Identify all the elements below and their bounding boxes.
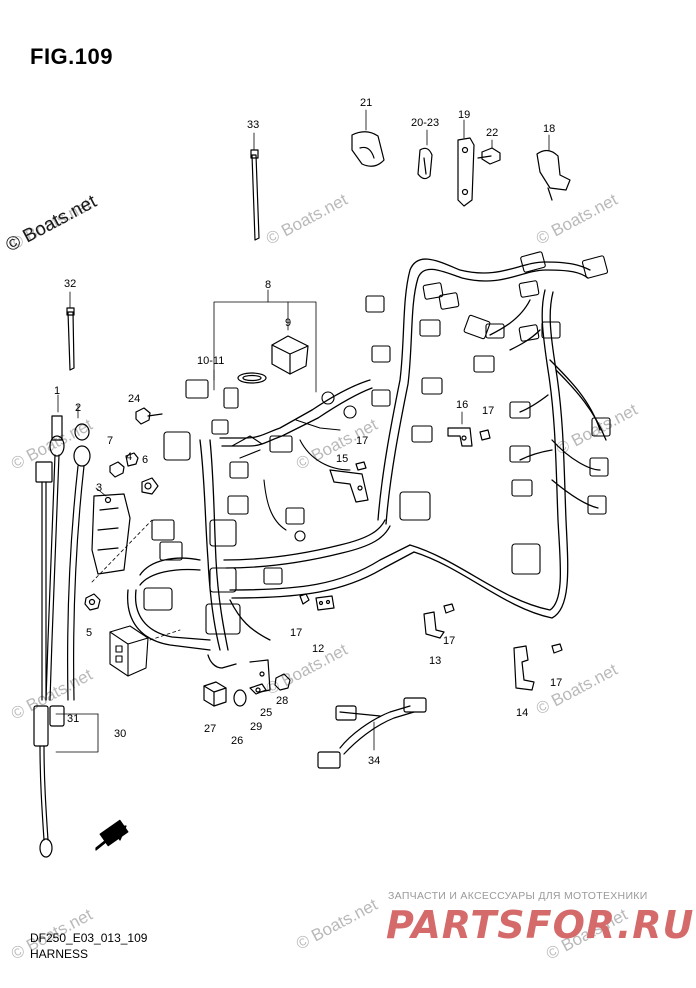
part-18-clamp [536,134,571,201]
part-labels: 33 21 20-23 19 22 18 32 8 9 10-11 1 2 24… [54,97,562,767]
watermark: © Boats.net [553,400,641,459]
label-10-11: 10-11 [197,355,224,367]
advert-logo: PARTSFOR.RU [386,903,695,947]
label-24: 24 [128,393,140,405]
part-34-sub-harness [317,697,427,769]
label-8: 8 [265,279,271,291]
fasteners-upper-left [109,407,163,495]
label-1: 1 [54,385,60,397]
label-9: 9 [285,317,291,329]
label-30: 30 [114,728,126,740]
label-19: 19 [458,109,470,121]
part-2-cable [67,404,91,701]
part-5-nut [84,593,101,611]
part-12-bracket [299,593,335,611]
label-27: 27 [204,723,216,735]
right-harness [377,258,607,619]
label-6: 6 [142,454,148,466]
watermark: © Boats.net [293,895,381,954]
part-14-bracket [513,643,563,691]
watermark: © Boats.net [8,665,96,724]
label-26: 26 [231,735,243,747]
label-13: 13 [429,655,441,667]
parts-lower-small [203,659,291,707]
watermark: © Boats.net [263,640,351,699]
label-2: 2 [75,402,81,414]
label-17: 17 [550,677,562,689]
fwd-arrow-icon [95,819,129,851]
label-25: 25 [260,707,272,719]
connector-group-left [143,379,357,635]
label-31: 31 [67,713,79,725]
part-15-bracket [329,461,369,503]
watermark: © Boats.net [533,660,621,719]
label-18: 18 [543,123,555,135]
part-16-bracket [447,411,491,447]
label-17: 17 [290,627,302,639]
label-5: 5 [86,627,92,639]
label-12: 12 [312,643,324,655]
watermark: © Boats.net [533,190,621,249]
label-17: 17 [356,435,368,447]
coupler-block [91,519,181,677]
figure-name: HARNESS [30,947,89,961]
figure-title: FIG.109 [30,44,113,69]
label-15: 15 [336,453,348,465]
label-32: 32 [64,278,76,290]
label-7: 7 [107,435,113,447]
label-17: 17 [443,635,455,647]
part-22-bolt [477,139,501,165]
part-21-clamp [351,109,385,167]
label-33: 33 [247,119,259,131]
part-1-battery-cable [35,394,65,701]
main-harness [126,379,415,669]
part-8-leader [213,289,317,393]
part-20-23-clip [417,129,433,180]
label-21: 21 [360,97,372,109]
part-32-cable-tie [66,291,75,371]
part-30-31-fuse-holder [33,705,99,858]
label-3: 3 [96,482,102,494]
part-33-cable-tie [250,132,260,241]
label-28: 28 [276,695,288,707]
part-9-relay [237,335,309,384]
watermark: © Boats.net [2,191,100,257]
label-34: 34 [368,755,380,767]
watermark: © Boats.net [263,190,351,249]
label-22: 22 [486,127,498,139]
connector-group-right [365,251,611,575]
part-3-bracket [91,487,131,575]
label-16: 16 [456,399,468,411]
model-code: DF250_E03_013_109 [30,931,148,945]
label-17: 17 [482,405,494,417]
label-29: 29 [250,721,262,733]
advert-tagline: ЗАПЧАСТИ И АКСЕССУАРЫ ДЛЯ МОТОТЕХНИКИ [388,890,648,902]
part-19-bracket [457,119,475,207]
label-20-23: 20-23 [411,117,439,129]
part-13-bracket [423,603,455,639]
label-14: 14 [516,707,528,719]
label-4: 4 [126,451,132,463]
